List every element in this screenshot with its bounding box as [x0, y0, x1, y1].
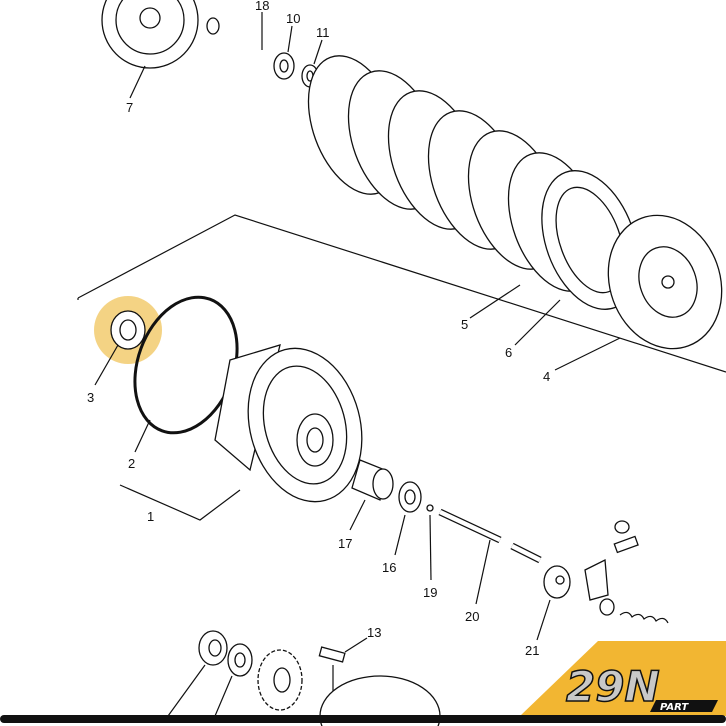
callout-17: 17 — [338, 536, 352, 551]
assembly-bracket-top — [77, 214, 726, 373]
assembly-bracket-bottom — [119, 484, 241, 521]
callout-13: 13 — [367, 625, 381, 640]
callout-11: 11 — [316, 25, 330, 40]
part-10-nut — [273, 52, 295, 80]
bottom-nut — [198, 630, 228, 666]
callout-19: 19 — [423, 585, 437, 600]
callout-20: 20 — [465, 609, 479, 624]
part-7-gear — [101, 0, 199, 69]
logo-text: 29N — [566, 662, 660, 711]
callout-4: 4 — [543, 369, 550, 384]
callout-21: 21 — [525, 643, 539, 658]
part-18-bolt — [206, 17, 276, 64]
adjuster-parts — [584, 520, 669, 624]
callout-1: 1 — [147, 509, 154, 524]
part-16-washer — [398, 481, 422, 513]
callout-5: 5 — [461, 317, 468, 332]
part-21-pushrod-end — [543, 565, 571, 599]
part-4-clutch-boss — [607, 214, 723, 350]
part-19-ball — [426, 504, 434, 512]
part-3-washer — [110, 310, 146, 350]
callout-2: 2 — [128, 456, 135, 471]
callout-16: 16 — [382, 560, 396, 575]
part-20-push-rod — [438, 508, 542, 564]
callout-3: 3 — [87, 390, 94, 405]
leader-lines — [94, 12, 621, 717]
brand-logo: 29N PART — [520, 641, 726, 716]
bottom-washer — [227, 643, 253, 677]
bottom-bar — [0, 715, 726, 723]
part-13-key — [318, 646, 346, 663]
part-17-spacer — [351, 459, 394, 501]
callout-10: 10 — [286, 11, 300, 26]
callout-18: 18 — [255, 0, 269, 13]
callout-7: 7 — [126, 100, 133, 115]
bottom-gear — [257, 649, 303, 711]
callout-6: 6 — [505, 345, 512, 360]
logo-subtext: PART — [660, 702, 689, 713]
clutch-plates — [307, 55, 639, 310]
part-1-clutch-housing — [214, 344, 363, 503]
